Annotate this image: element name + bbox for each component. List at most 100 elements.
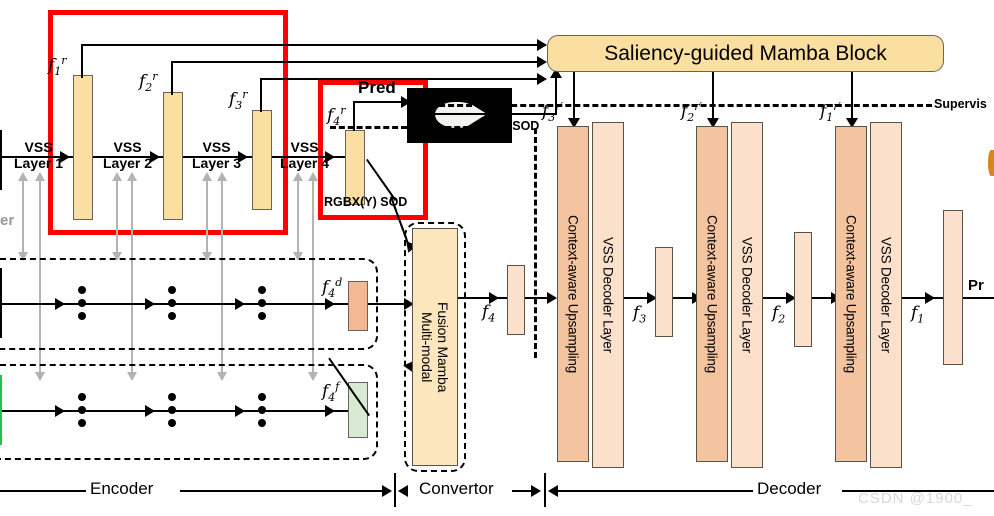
encoder-feature-bar-2 xyxy=(163,92,183,220)
vss-layer-3-line1: VSS xyxy=(202,139,231,155)
encoder-feature-bar-3 xyxy=(252,110,272,210)
decoder-stage1-feature-bar xyxy=(655,247,673,337)
feat-sup: r′ xyxy=(833,100,842,113)
depth-to-fusion-arrowhead xyxy=(404,298,414,310)
gray-arrowhead-down-4 xyxy=(293,252,303,261)
convertor-span-arrowhead xyxy=(531,485,541,497)
skip2-vertical xyxy=(171,61,173,95)
pred-label-right: Pr xyxy=(968,277,984,294)
gray-arrowhead-up-2b xyxy=(127,172,137,181)
flow-arrow-1 xyxy=(55,405,65,417)
gray-arrowhead-down-2b xyxy=(127,372,137,381)
vssd2-text-wrap: VSS Decoder Layer xyxy=(732,123,762,467)
skip1-arrowhead xyxy=(537,39,547,51)
feat-sub: 1 xyxy=(917,312,925,326)
convertor-span-right xyxy=(512,490,534,492)
decoder-stage1-out-arrowhead xyxy=(647,292,657,304)
decoder-stage2-feature-bar xyxy=(794,232,812,347)
flow-modality-group xyxy=(0,364,378,460)
vssd1-text-wrap: VSS Decoder Layer xyxy=(593,123,623,467)
rgb-sod-label: RGB SOD xyxy=(481,119,540,133)
feature-label-f3r: f3r xyxy=(229,88,248,112)
gray-arrowhead-down-1b xyxy=(35,372,45,381)
decoder-stage2-to-3-line xyxy=(812,297,840,299)
feat-base: f xyxy=(681,101,688,122)
context-aware-upsampling-1: Context-aware Upsampling xyxy=(557,126,589,462)
vss-layer-3-line2: Layer 3 xyxy=(192,155,242,171)
convertor-output-arrowhead xyxy=(489,292,499,304)
feat-sup: r xyxy=(340,104,346,117)
ellipsis-dot xyxy=(78,393,86,401)
skip1-vertical xyxy=(81,44,83,78)
pred-label-top: Pred xyxy=(358,78,396,97)
fusion-block-line1: Multi-modal xyxy=(419,311,435,383)
feat-base: f xyxy=(322,381,329,402)
sgmb-out-3-arrowhead xyxy=(846,118,858,128)
feat-sub: 4 xyxy=(328,391,336,405)
ellipsis-dot xyxy=(78,419,86,427)
ellipsis-dot xyxy=(168,393,176,401)
saliency-feedback-horizontal xyxy=(407,113,557,115)
gray-arrowhead-up-4b xyxy=(308,172,318,181)
gray-arrowhead-up-2 xyxy=(112,172,122,181)
flow-arrow-4 xyxy=(325,405,335,417)
gray-arrow-up-3 xyxy=(206,178,208,254)
convertor-output-bar xyxy=(507,265,525,335)
feat-sup: r xyxy=(61,54,67,67)
feature-label-f4-convertor: f4 xyxy=(482,302,495,324)
feature-label-f3: f3 xyxy=(633,303,646,325)
saliency-prediction-image xyxy=(407,88,512,143)
ellipsis-dot xyxy=(258,393,266,401)
encoder-span-right xyxy=(180,490,385,492)
feature-label-f1r: f1r xyxy=(48,54,67,78)
feat-base: f xyxy=(820,101,827,122)
gray-arrow-long-2 xyxy=(131,178,133,374)
pred-branch-vertical xyxy=(353,101,355,131)
feat-sub: 2 xyxy=(778,312,786,326)
skip3-arrowhead xyxy=(537,73,547,85)
feat-base: f xyxy=(772,303,779,323)
flow-feature-bar xyxy=(348,382,368,438)
skip3-vertical xyxy=(260,78,262,112)
feat-base: f xyxy=(327,105,334,126)
vss-layer-4-line2: Layer 4 xyxy=(280,155,330,171)
skip3-horizontal xyxy=(260,78,543,80)
flow-row-left-edge xyxy=(0,375,2,445)
vssd3-label: VSS Decoder Layer xyxy=(878,237,894,353)
vss-layer-1-label: VSS Layer 1 xyxy=(14,139,63,171)
fusion-block-line2: Fusion Mamba xyxy=(435,301,451,393)
feat-sup: r xyxy=(152,70,158,83)
context-aware-upsampling-2: Context-aware Upsampling xyxy=(696,126,728,462)
depth-arrow-3 xyxy=(235,298,245,310)
encoder-span-arrowhead xyxy=(382,485,392,497)
decoder-stage3-out-arrowhead xyxy=(925,292,935,304)
vssd3-text-wrap: VSS Decoder Layer xyxy=(871,123,901,467)
ellipsis-dot xyxy=(258,312,266,320)
vss-decoder-layer-2: VSS Decoder Layer xyxy=(731,122,763,468)
gray-arrowhead-down-3b xyxy=(217,372,227,381)
arrow-vss4 xyxy=(325,151,335,163)
gray-arrowhead-down-4b xyxy=(308,372,318,381)
vss-layer-2-label: VSS Layer 2 xyxy=(103,139,152,171)
pred-branch-arrowhead xyxy=(401,96,411,108)
feat-sub: 3 xyxy=(548,111,556,125)
decoder-span-left-arrowhead xyxy=(548,485,558,497)
rgb-sod-divider xyxy=(330,126,478,129)
vss-layer-1-line1: VSS xyxy=(24,139,53,155)
feat-sub: 1 xyxy=(826,111,834,125)
cau3-text-wrap: Context-aware Upsampling xyxy=(836,127,866,461)
vss-layer-2-line1: VSS xyxy=(113,139,142,155)
ellipsis-dot xyxy=(168,286,176,294)
saliency-feedback-arrowhead xyxy=(550,68,562,78)
convertor-group xyxy=(404,222,466,472)
cau2-label: Context-aware Upsampling xyxy=(704,214,720,374)
ellipsis-dot xyxy=(78,286,86,294)
saliency-feedback-vertical xyxy=(555,76,557,115)
feat-base: f xyxy=(911,303,918,323)
encoder-convertor-divider xyxy=(394,473,396,507)
feat-sub: 2 xyxy=(687,111,695,125)
depth-row-left-edge xyxy=(0,268,2,338)
feat-sub: 2 xyxy=(145,81,153,95)
feat-sub: 3 xyxy=(235,99,243,113)
